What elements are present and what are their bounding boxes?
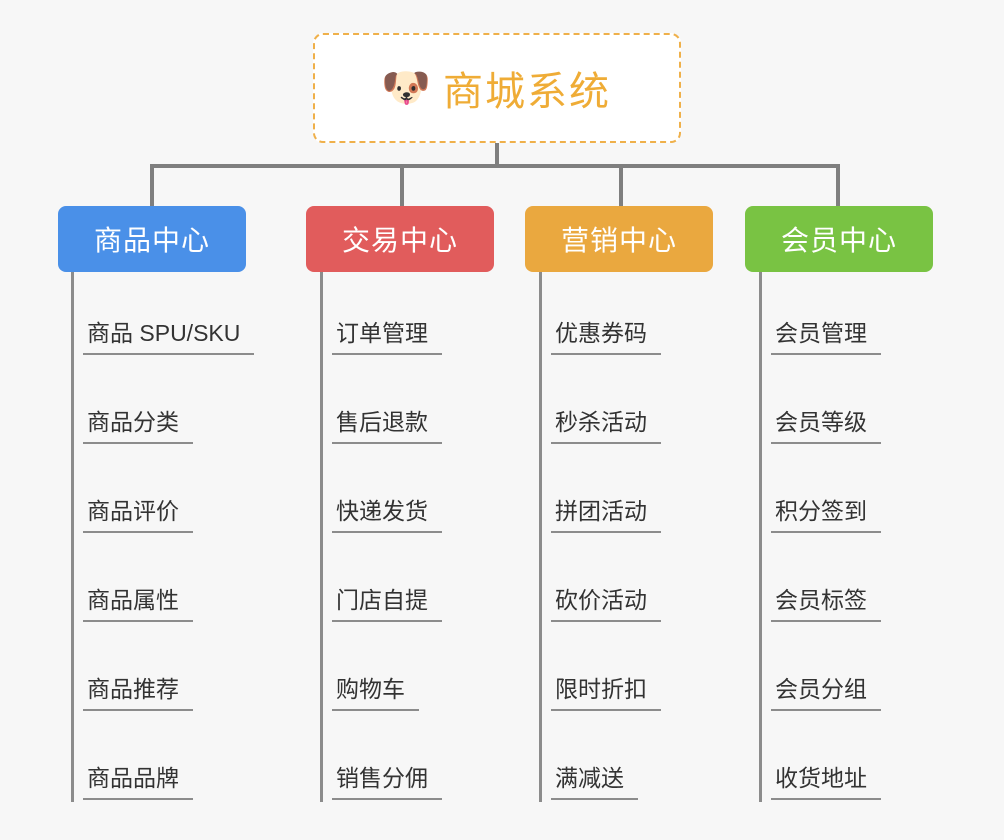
list-item[interactable]: 积分签到 (759, 450, 989, 539)
list-item-label: 积分签到 (771, 498, 881, 533)
connector-drop-marketing-center (619, 164, 623, 206)
shiba-dog-face-icon: 🐶 (381, 66, 431, 110)
list-item-label: 订单管理 (332, 320, 442, 355)
list-item-label: 砍价活动 (551, 587, 661, 622)
category-header-trade-center[interactable]: 交易中心 (306, 206, 494, 272)
category-label: 交易中心 (341, 225, 458, 256)
connector-root-stem (495, 143, 499, 167)
list-item-label: 会员等级 (771, 409, 881, 444)
column-spine (320, 272, 323, 802)
list-item-label: 优惠券码 (551, 320, 661, 355)
column-marketing-center: 优惠券码 秒杀活动 拼团活动 砍价活动 限时折扣 满减送 (539, 272, 769, 806)
list-item-label: 商品 SPU/SKU (83, 320, 255, 355)
list-item-label: 销售分佣 (332, 765, 442, 800)
list-item-label: 商品品牌 (83, 765, 193, 800)
list-item[interactable]: 会员等级 (759, 361, 989, 450)
list-item[interactable]: 快递发货 (320, 450, 550, 539)
list-item[interactable]: 限时折扣 (539, 628, 769, 717)
list-item[interactable]: 售后退款 (320, 361, 550, 450)
column-spine (759, 272, 762, 802)
list-item[interactable]: 商品推荐 (71, 628, 301, 717)
category-header-member-center[interactable]: 会员中心 (745, 206, 933, 272)
list-item[interactable]: 商品分类 (71, 361, 301, 450)
list-item-label: 售后退款 (332, 409, 442, 444)
list-item[interactable]: 会员标签 (759, 539, 989, 628)
connector-drop-member-center (836, 164, 840, 206)
category-header-product-center[interactable]: 商品中心 (58, 206, 246, 272)
column-spine (71, 272, 74, 802)
list-item[interactable]: 会员管理 (759, 272, 989, 361)
list-item[interactable]: 商品评价 (71, 450, 301, 539)
root-title: 商城系统 (443, 70, 611, 114)
list-item-label: 商品评价 (83, 498, 193, 533)
column-trade-center: 订单管理 售后退款 快递发货 门店自提 购物车 销售分佣 (320, 272, 550, 806)
list-item-label: 会员分组 (771, 676, 881, 711)
connector-drop-product-center (150, 164, 154, 206)
list-item-label: 拼团活动 (551, 498, 661, 533)
list-item[interactable]: 拼团活动 (539, 450, 769, 539)
list-item[interactable]: 会员分组 (759, 628, 989, 717)
list-item-label: 门店自提 (332, 587, 442, 622)
list-item[interactable]: 门店自提 (320, 539, 550, 628)
list-item-label: 购物车 (332, 676, 419, 711)
connector-horizontal-bus (150, 164, 840, 168)
list-item[interactable]: 商品 SPU/SKU (71, 272, 301, 361)
list-item[interactable]: 商品品牌 (71, 717, 301, 806)
list-item-label: 商品分类 (83, 409, 193, 444)
category-label: 商品中心 (93, 225, 210, 256)
column-product-center: 商品 SPU/SKU 商品分类 商品评价 商品属性 商品推荐 商品品牌 (71, 272, 301, 806)
list-item[interactable]: 购物车 (320, 628, 550, 717)
list-item-label: 会员标签 (771, 587, 881, 622)
category-header-marketing-center[interactable]: 营销中心 (525, 206, 713, 272)
list-item[interactable]: 销售分佣 (320, 717, 550, 806)
list-item[interactable]: 订单管理 (320, 272, 550, 361)
list-item-label: 收货地址 (771, 765, 881, 800)
list-item-label: 秒杀活动 (551, 409, 661, 444)
list-item-label: 商品属性 (83, 587, 193, 622)
column-member-center: 会员管理 会员等级 积分签到 会员标签 会员分组 收货地址 (759, 272, 989, 806)
list-item[interactable]: 满减送 (539, 717, 769, 806)
list-item-label: 限时折扣 (551, 676, 661, 711)
category-label: 营销中心 (560, 225, 677, 256)
list-item[interactable]: 收货地址 (759, 717, 989, 806)
list-item-label: 快递发货 (332, 498, 442, 533)
list-item[interactable]: 秒杀活动 (539, 361, 769, 450)
connector-drop-trade-center (400, 164, 404, 206)
list-item[interactable]: 砍价活动 (539, 539, 769, 628)
list-item[interactable]: 优惠券码 (539, 272, 769, 361)
column-spine (539, 272, 542, 802)
list-item[interactable]: 商品属性 (71, 539, 301, 628)
list-item-label: 满减送 (551, 765, 638, 800)
list-item-label: 会员管理 (771, 320, 881, 355)
root-node[interactable]: 🐶 商城系统 (313, 33, 681, 143)
list-item-label: 商品推荐 (83, 676, 193, 711)
category-label: 会员中心 (780, 225, 897, 256)
